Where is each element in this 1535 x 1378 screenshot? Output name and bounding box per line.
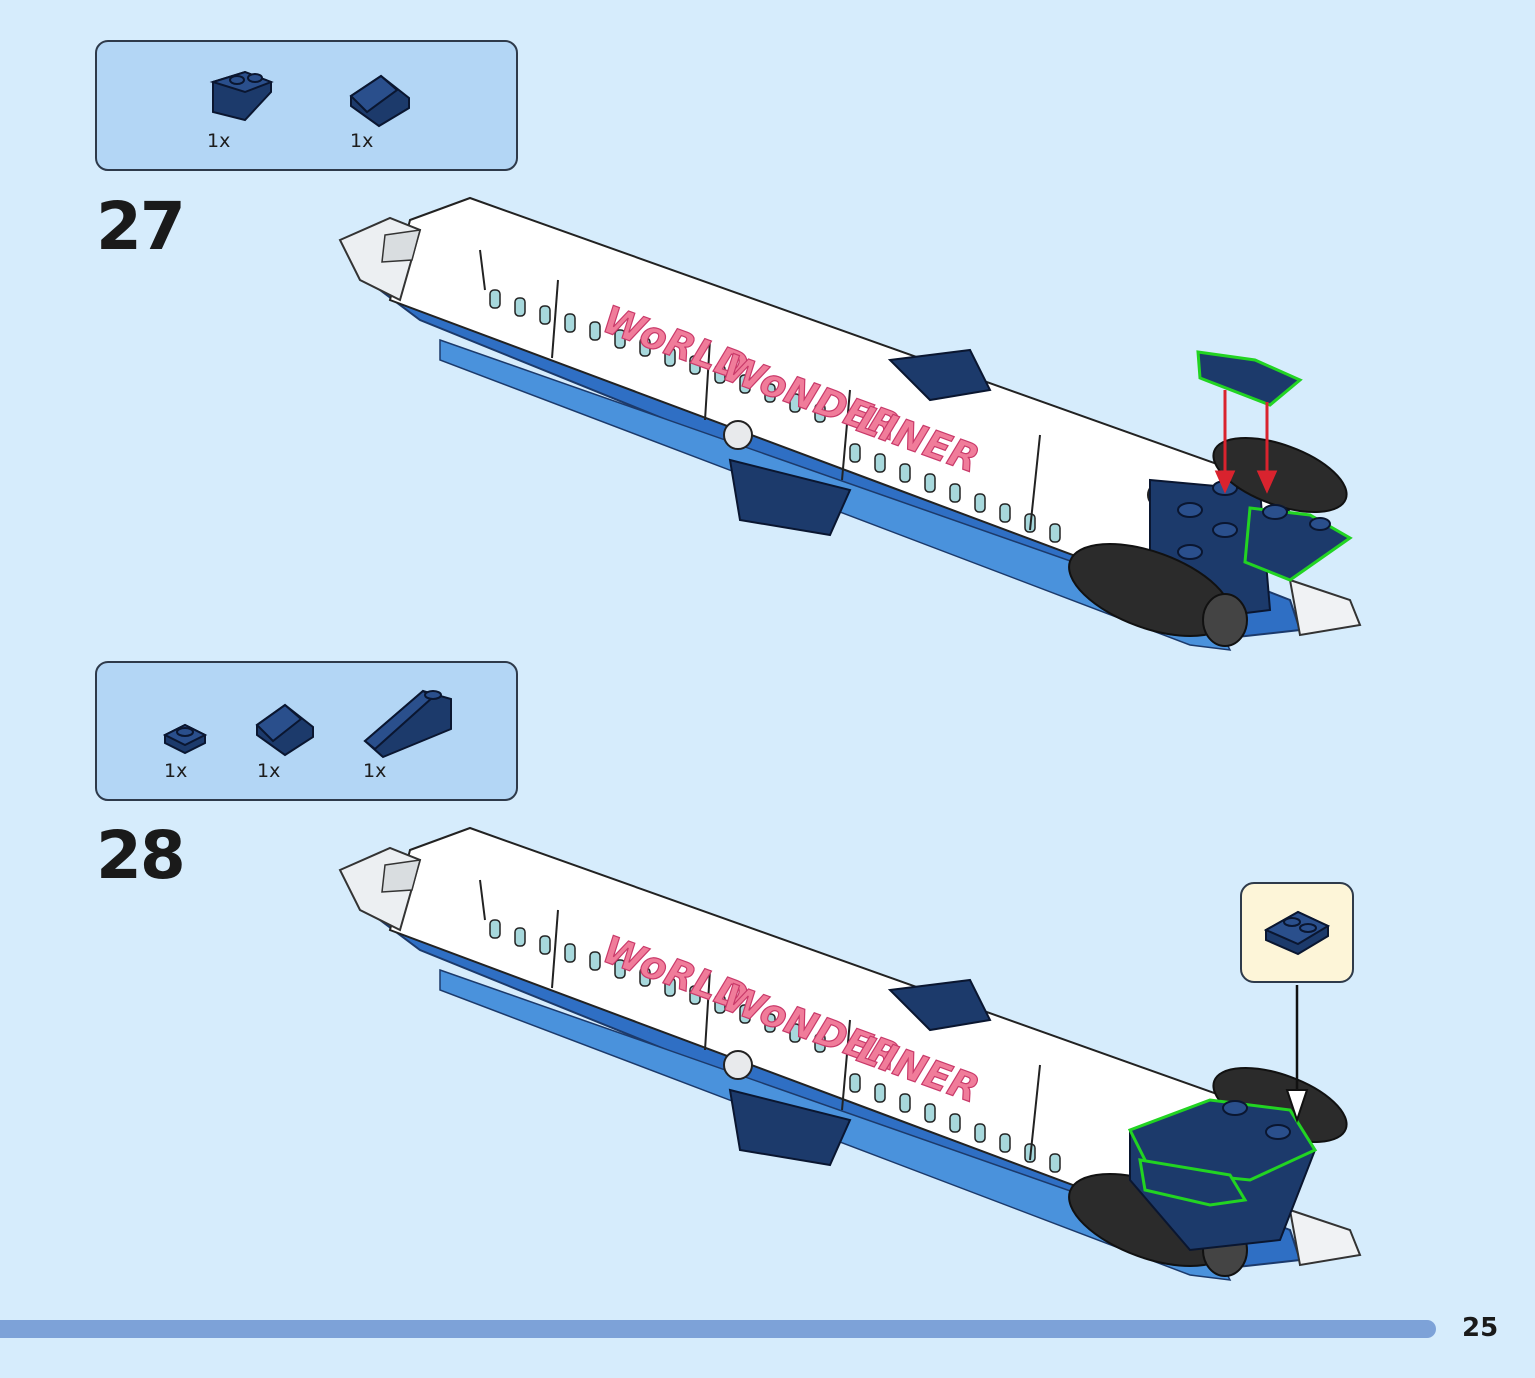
step-number: 27 xyxy=(96,188,186,265)
page-number: 25 xyxy=(1462,1313,1499,1343)
part-qty: 1x xyxy=(363,760,387,782)
slope-tile-icon xyxy=(255,703,317,757)
part-qty: 1x xyxy=(164,760,188,782)
part-qty: 1x xyxy=(350,130,374,152)
plate-1x1-icon xyxy=(163,721,209,757)
parts-list-step-28: 1x 1x 1x xyxy=(95,661,518,801)
callout-new-part xyxy=(1240,882,1354,983)
inverted-slope-brick-icon xyxy=(205,62,277,128)
part-qty: 1x xyxy=(207,130,231,152)
step-number: 28 xyxy=(96,817,186,894)
page-footer-bar xyxy=(0,1320,1436,1338)
long-slope-brick-icon xyxy=(361,683,455,759)
part-qty: 1x xyxy=(257,760,281,782)
airplane-model-step-27: WoRLD WoNDER LINER xyxy=(338,196,1362,651)
airplane-model-step-28: WoRLD WoNDER LINER xyxy=(338,826,1362,1281)
parts-list-step-27: 1x 1x xyxy=(95,40,518,171)
plate-1x2-icon xyxy=(1264,904,1332,960)
slope-tile-icon xyxy=(347,72,417,128)
